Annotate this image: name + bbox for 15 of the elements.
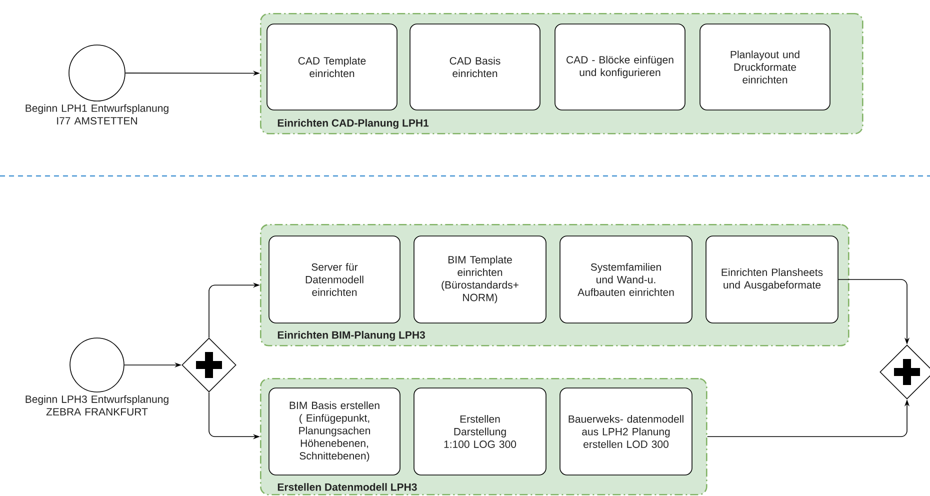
- task-box: CAD Template einrichten: [266, 24, 398, 110]
- task-box: Bauerweks- datenmodell aus LPH2 Planung erstellen LOD 300: [560, 388, 692, 476]
- task-box: CAD - Blöcke einfügen und konfigurieren: [554, 24, 686, 110]
- task-box: Systemfamilien und Wand-u. Aufbauten einrichten: [560, 236, 692, 324]
- task-box: BIM Basis erstellen ( Einfügepunkt, Planungsachen Höhenebenen, Schnittebenen): [268, 388, 400, 476]
- gateway-diamond: [182, 338, 236, 392]
- task-box: Einrichten Plansheets und Ausgabeformate: [706, 236, 838, 324]
- gateway-diamond: [880, 344, 930, 400]
- task-box: BIM Template einrichten (Bürostandards+ NORM): [414, 236, 546, 324]
- task-box: Server für Datenmodell einrichten: [268, 236, 400, 324]
- task-box: CAD Basis einrichten: [410, 24, 540, 110]
- event-caption: Beginn LPH1 Entwurfsplanung I77 AMSTETTEN: [26, 104, 168, 125]
- task-box: Erstellen Darstellung 1:100 LOG 300: [414, 388, 546, 476]
- task-box: Planlayout und Druckformate einrichten: [700, 24, 830, 110]
- event-caption: Beginn LPH3 Entwurfsplanung ZEBRA FRANKFURT: [26, 395, 168, 416]
